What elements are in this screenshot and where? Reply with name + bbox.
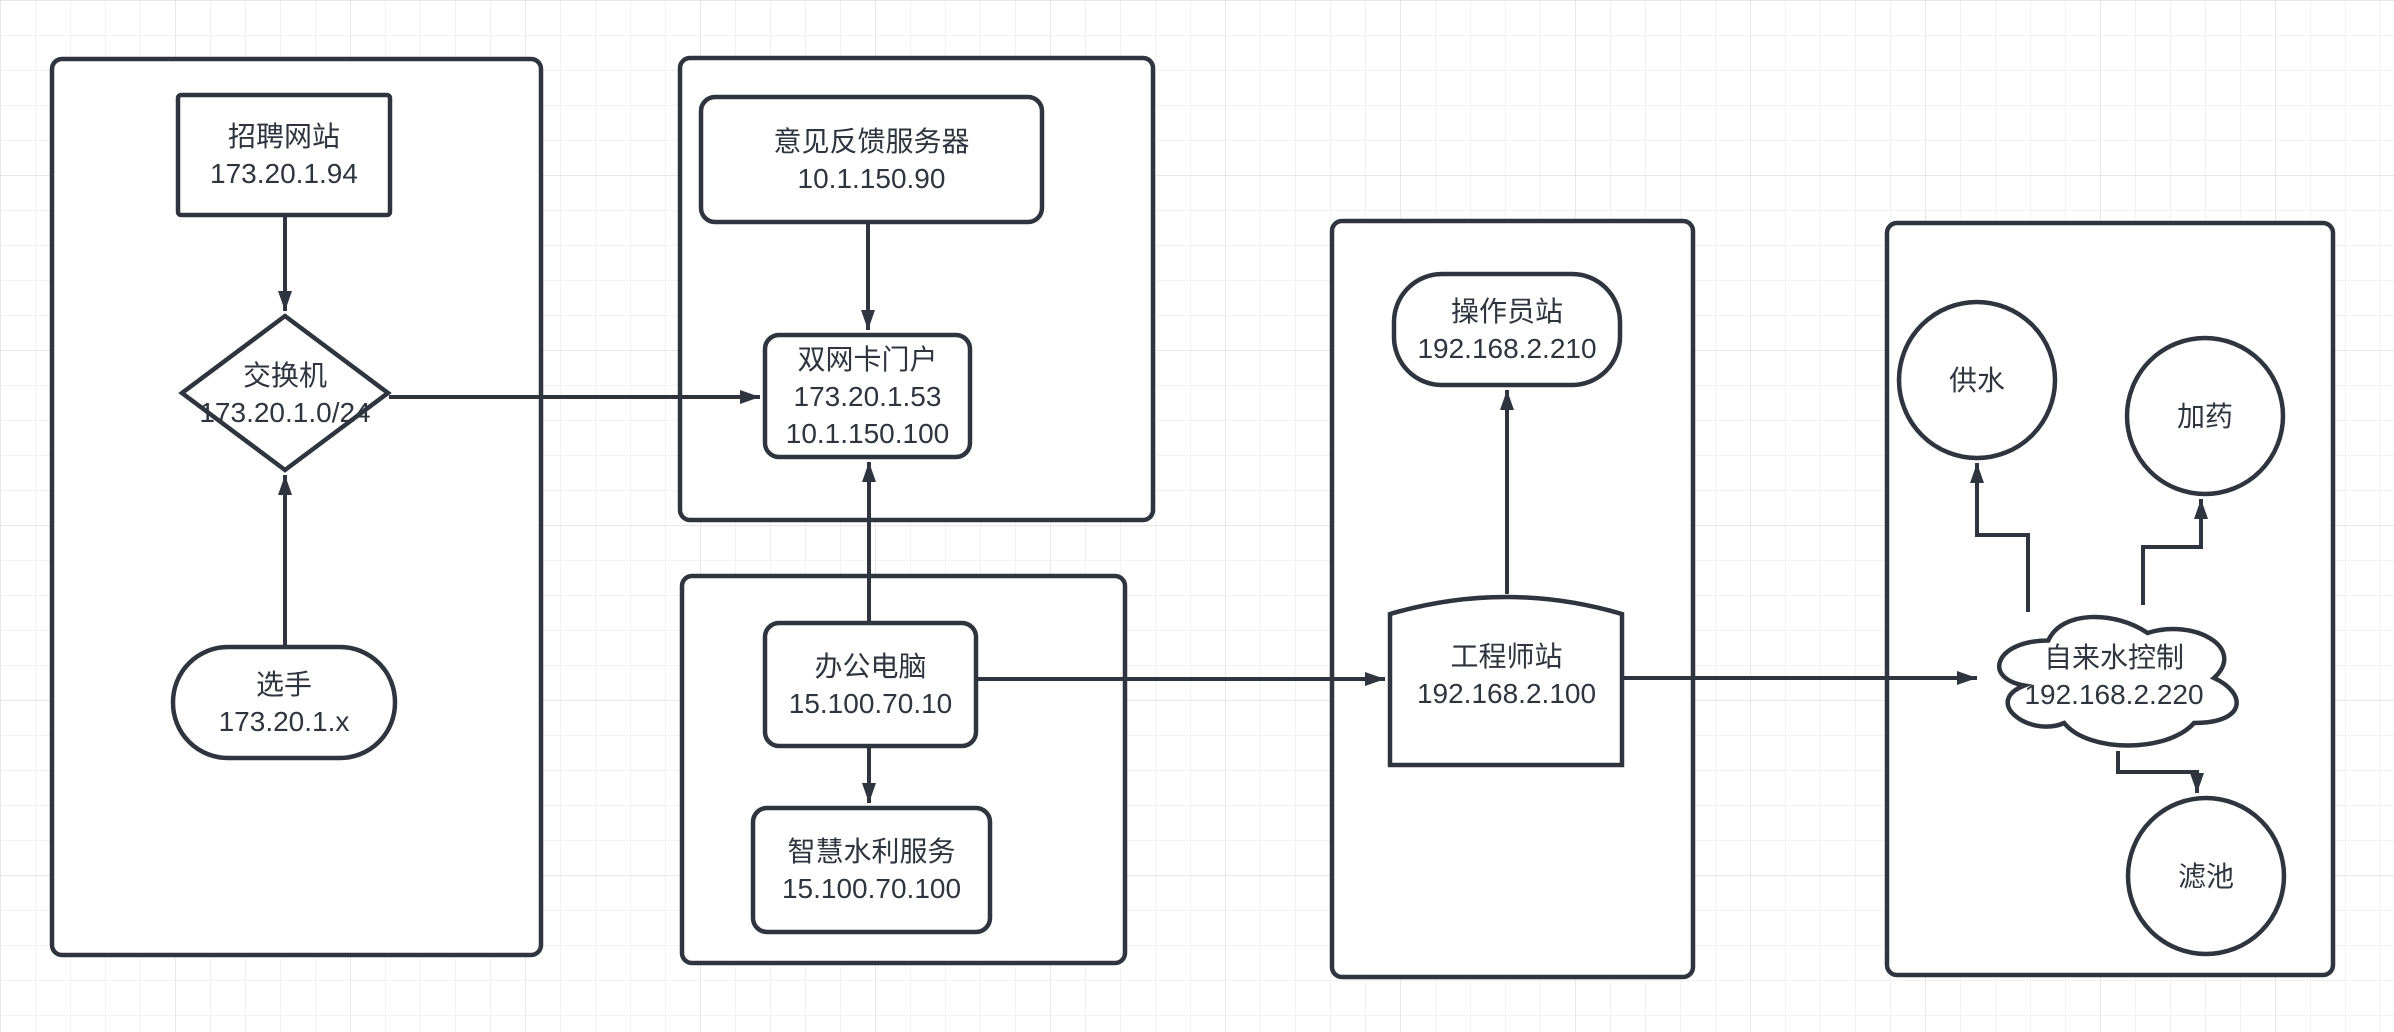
edge-cloud-to-filterpool[interactable] [2116,751,2204,793]
dosing-circle[interactable] [2124,335,2286,497]
engineer-station-node[interactable] [1387,594,1625,768]
water-control-cloud[interactable] [1997,614,2239,748]
office-pc-node[interactable] [762,620,979,749]
edge-cloud-to-dosing[interactable] [2141,499,2208,605]
operator-station-node[interactable] [1391,271,1623,388]
smart-water-node[interactable] [750,805,993,935]
edge-cloud-to-watersupply[interactable] [1970,463,2030,612]
recruit-site-node[interactable] [175,92,393,218]
player-node[interactable] [170,644,398,761]
feedback-server-node[interactable] [698,94,1045,225]
filter-pool-circle[interactable] [2125,795,2287,957]
group-recruit-zone[interactable] [49,56,544,958]
dual-nic-portal-node[interactable] [762,332,973,460]
water-supply-circle[interactable] [1896,299,2058,461]
switch-diamond-node[interactable] [178,313,392,473]
